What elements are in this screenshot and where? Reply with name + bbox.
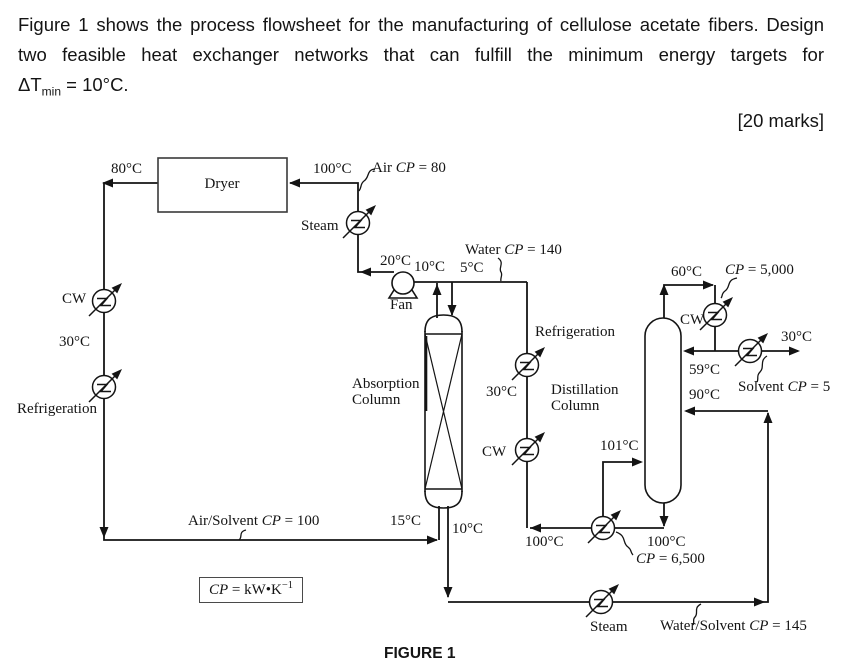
label-air-solvent-cp: Air/Solvent CP = 100 xyxy=(188,513,320,529)
label-temp-15c: 15°C xyxy=(390,513,422,529)
air-solvent-stream-line xyxy=(103,182,437,541)
label-steam-bottom: Steam xyxy=(590,619,628,635)
heat-exchanger-icon-refrigeration-left xyxy=(88,369,122,403)
label-temp-100c-bottom-right: 100°C xyxy=(647,534,686,550)
figure-caption: FIGURE 1 xyxy=(384,645,456,662)
fan-icon xyxy=(387,271,419,299)
label-temp-90c: 90°C xyxy=(689,387,721,403)
label-temp-60c: 60°C xyxy=(671,264,703,280)
label-absorption-column-2: Column xyxy=(352,392,401,408)
label-temp-100c-bottom-left: 100°C xyxy=(525,534,564,550)
label-temp-80c: 80°C xyxy=(111,161,143,177)
label-temp-10c-bottom: 10°C xyxy=(452,521,484,537)
label-refrigeration-mid: Refrigeration xyxy=(535,324,615,340)
label-temp-10c-top: 10°C xyxy=(414,259,446,275)
label-water-cp: Water CP = 140 xyxy=(465,242,562,258)
heat-exchanger-icon-cw-left xyxy=(88,283,122,317)
label-temp-101c: 101°C xyxy=(600,438,639,454)
heat-exchanger-icon-steam-bottom xyxy=(585,584,619,618)
label-temp-100c-top: 100°C xyxy=(313,161,352,177)
question-line-2: two feasible heat exchanger networks tha… xyxy=(18,44,824,65)
label-leader-squiggles xyxy=(238,168,768,626)
question-line-1: Figure 1 shows the process flowsheet for… xyxy=(18,14,824,35)
label-cw-mid: CW xyxy=(482,444,507,460)
cp-units-box: CP = kW•K−1 xyxy=(199,577,304,603)
flow-arrowheads xyxy=(99,178,800,607)
absorption-column-vessel xyxy=(424,314,463,509)
label-temp-20c: 20°C xyxy=(380,253,412,269)
packing-x xyxy=(424,333,463,490)
water-solvent-line xyxy=(448,413,769,603)
heat-exchanger-icon-steam-heater xyxy=(342,205,376,239)
distillation-column-vessel xyxy=(644,317,682,504)
marks-label: [20 marks] xyxy=(737,109,824,131)
label-temp-30c-right: 30°C xyxy=(781,329,813,345)
dryer-box xyxy=(157,157,288,213)
label-temp-59c: 59°C xyxy=(689,362,721,378)
label-temp-30c-left: 30°C xyxy=(59,334,91,350)
label-dryer: Dryer xyxy=(204,176,240,192)
label-steam-top: Steam xyxy=(301,218,339,234)
label-cp-5000: CP = 5,000 xyxy=(725,262,794,278)
question-text: Figure 1 shows the process flowsheet for… xyxy=(18,10,824,134)
label-distillation-column-1: Distillation xyxy=(551,382,619,398)
label-temp-30c-mid: 30°C xyxy=(486,384,518,400)
heat-exchanger-icon-condenser xyxy=(699,297,733,331)
reboiler-return-line xyxy=(602,461,641,516)
label-absorption-column-1: Absorption xyxy=(352,376,420,392)
label-temp-5c: 5°C xyxy=(460,260,484,276)
label-fan: Fan xyxy=(390,297,413,313)
label-solvent-cp: Solvent CP = 5 xyxy=(738,379,831,395)
label-distillation-column-2: Column xyxy=(551,398,600,414)
heat-exchanger-icon-solvent-cooler xyxy=(734,333,768,367)
label-water-solvent-cp: Water/Solvent CP = 145 xyxy=(660,618,807,634)
label-cp-6500: CP = 6,500 xyxy=(636,551,705,567)
heat-exchanger-icon-refrigeration-mid xyxy=(511,347,545,381)
heat-exchanger-icon-reboiler xyxy=(587,510,621,544)
label-air-cp: Air CP = 80 xyxy=(372,160,446,176)
label-refrigeration-left: Refrigeration xyxy=(17,401,97,417)
label-cw-right: CW xyxy=(680,312,705,328)
question-line-3: ΔTmin = 10°C. xyxy=(18,74,129,99)
heat-exchanger-icon-cw-mid xyxy=(511,432,545,466)
label-cw-left: CW xyxy=(62,291,87,307)
heat-exchangers xyxy=(88,205,768,618)
